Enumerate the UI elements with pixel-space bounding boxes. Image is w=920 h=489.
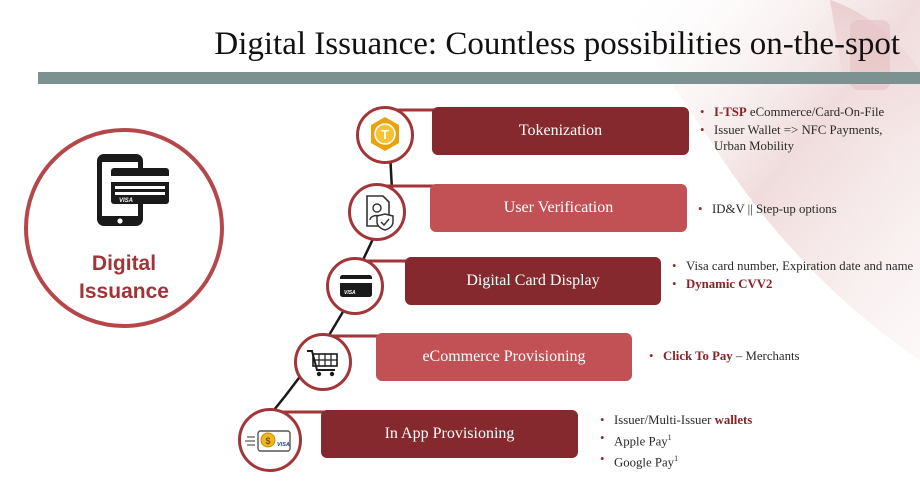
bullet-item: Click To Pay – Merchants xyxy=(649,348,879,364)
bullet-item: Dynamic CVV2 xyxy=(672,276,917,292)
bullet-item: Google Pay1 xyxy=(600,451,830,470)
title-underline-bar xyxy=(38,72,920,84)
step-user-verification-pill[interactable]: User Verification xyxy=(430,184,687,232)
bullet-text: Google Pay xyxy=(614,455,675,470)
bullet-text: Visa card number, Expiration date and na… xyxy=(686,259,914,273)
card-visa-text: VISA xyxy=(344,290,356,296)
card-coin-icon: VISA $ xyxy=(245,430,291,452)
step-ecommerce-icon-circle xyxy=(294,333,352,391)
bullet-text: ID&V || Step-up options xyxy=(712,202,837,216)
hero-label-line1: Digital xyxy=(91,252,157,275)
tablet-card-icon: VISA xyxy=(97,154,169,226)
bullet-text: eCommerce/Card-On-File xyxy=(746,105,885,119)
bullet-bold: Dynamic CVV2 xyxy=(686,277,773,291)
bullet-item: I-TSP eCommerce/Card-On-File xyxy=(700,104,915,120)
bullet-item: Visa card number, Expiration date and na… xyxy=(672,258,917,274)
bullet-text: Issuer Wallet => NFC Payments, Urban Mob… xyxy=(714,123,883,153)
token-icon: T xyxy=(371,117,399,151)
footnote-marker: 1 xyxy=(667,433,672,442)
bullet-bold: Click To Pay xyxy=(663,349,733,363)
card-icon: VISA xyxy=(340,275,372,297)
step-user-verification-bullets: ID&V || Step-up options xyxy=(698,201,908,219)
step-digital-card-display-pill[interactable]: Digital Card Display xyxy=(405,257,661,305)
step-ecommerce-bullets: Click To Pay – Merchants xyxy=(649,348,879,366)
step-tokenization-bullets: I-TSP eCommerce/Card-On-File Issuer Wall… xyxy=(700,104,915,156)
shopping-cart-icon xyxy=(307,350,338,377)
bullet-text: – Merchants xyxy=(732,349,800,363)
step-tokenization-pill[interactable]: Tokenization xyxy=(432,107,689,155)
step-in-app-provisioning-pill[interactable]: In App Provisioning xyxy=(321,410,578,458)
bullet-bold: I-TSP xyxy=(714,105,747,119)
step-in-app-icon-circle: VISA $ xyxy=(238,408,302,472)
id-verification-icon xyxy=(366,195,394,231)
step-ecommerce-provisioning-pill[interactable]: eCommerce Provisioning xyxy=(376,333,632,381)
coin-symbol: $ xyxy=(265,436,270,446)
hero-label-line2: Issuance xyxy=(79,280,169,303)
bullet-text: Apple Pay xyxy=(614,434,668,449)
bullet-item: Apple Pay1 xyxy=(600,430,830,449)
bullet-item: Issuer/Multi-Issuer wallets xyxy=(600,412,830,428)
page-title: Digital Issuance: Countless possibilitie… xyxy=(214,26,900,62)
card-visa-text: VISA xyxy=(277,442,290,448)
step-digital-card-bullets: Visa card number, Expiration date and na… xyxy=(672,258,917,294)
step-tokenization-icon-circle: T xyxy=(356,106,414,164)
bullet-item: ID&V || Step-up options xyxy=(698,201,908,217)
visa-logo-text: VISA xyxy=(119,198,133,204)
bullet-item: Issuer Wallet => NFC Payments, Urban Mob… xyxy=(700,122,915,154)
step-in-app-bullets: Issuer/Multi-Issuer wallets Apple Pay1 G… xyxy=(600,412,830,473)
step-digital-card-icon-circle: VISA xyxy=(326,257,384,315)
hero-label: Digital Issuance xyxy=(24,250,224,306)
bullet-text: Issuer/Multi-Issuer xyxy=(614,413,715,427)
token-letter: T xyxy=(381,127,389,142)
bullet-bold: wallets xyxy=(714,413,753,427)
footnote-marker: 1 xyxy=(674,454,679,464)
step-user-verification-icon-circle xyxy=(348,183,406,241)
